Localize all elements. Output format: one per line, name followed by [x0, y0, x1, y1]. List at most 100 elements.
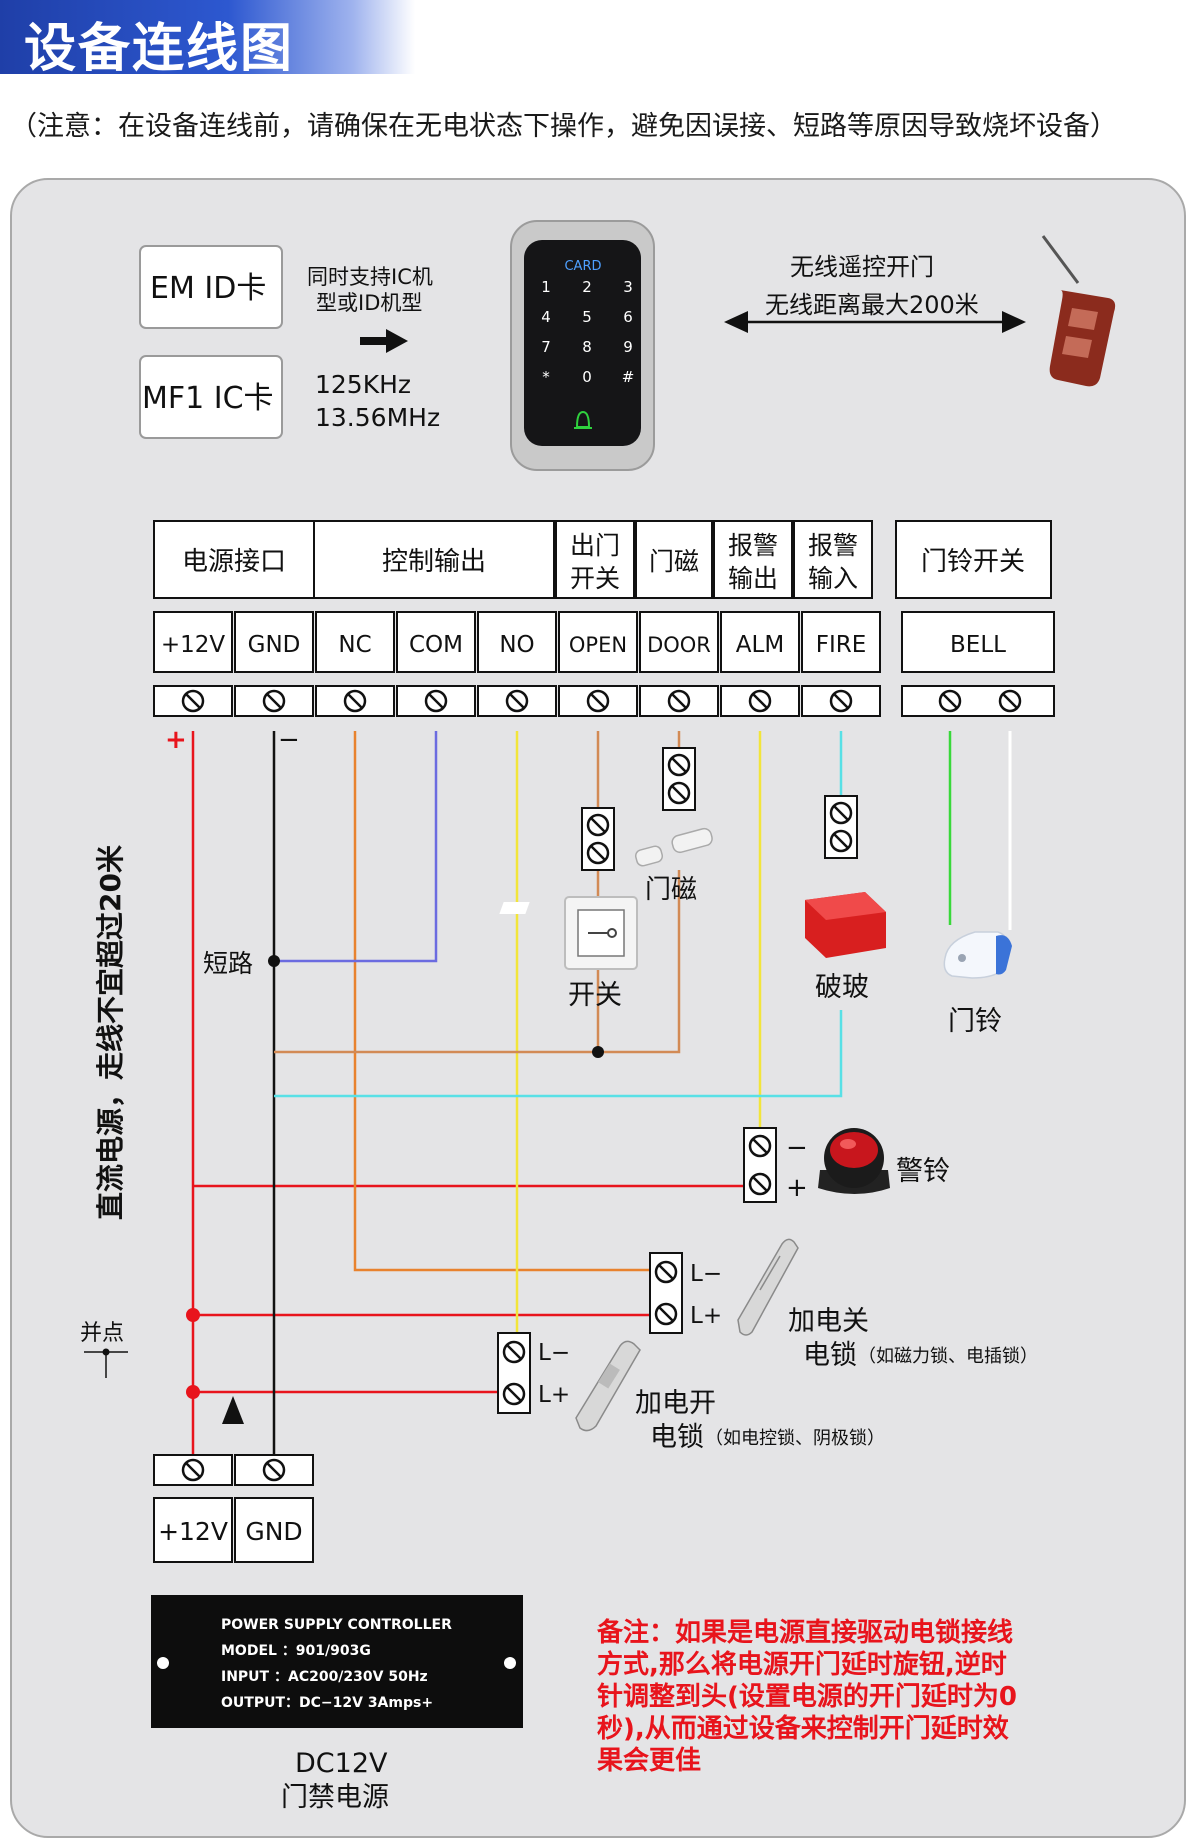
header-alarm-out-2: 输出 [728, 564, 778, 593]
remote-text-1: 无线遥控开门 [790, 253, 934, 281]
door-magnet-label: 门磁 [645, 875, 697, 905]
right-arrow-icon [360, 329, 408, 353]
no-lock-icon [575, 1340, 641, 1432]
exit-switch-terminal [581, 807, 615, 871]
remark: 备注：如果是电源直接驱动电锁接线 方式,那么将电源开门延时旋钮,逆时 针调整到头… [596, 1617, 1017, 1776]
em-id-card: EM ID卡 [139, 245, 283, 329]
break-glass-label: 破玻 [815, 972, 869, 1003]
keypad-key: 7 [541, 338, 551, 356]
keypad-key: 2 [582, 278, 592, 296]
side-note: 直流电源，走线不宜超过20米 [94, 845, 127, 1220]
exit-switch-icon [564, 896, 638, 970]
door-magnet-icon [634, 827, 713, 867]
remote-text-2: 无线距离最大200米 [765, 291, 979, 319]
remark-line-4: 秒),从而通过设备来控制开门延时效 [597, 1713, 1009, 1744]
siren-icon [818, 1128, 890, 1194]
support-text-1: 同时支持IC机 [307, 265, 433, 289]
nc-lock-label-2: 电锁 [803, 1340, 857, 1371]
psu-line-3: INPUT ：AC200/230V 50Hz [221, 1669, 428, 1685]
minus-sign: − [278, 725, 300, 755]
double-arrow-icon [724, 311, 1026, 333]
nc-lock-l-plus: L+ [690, 1303, 722, 1329]
keypad-key: 9 [623, 338, 633, 356]
support-text-2: 型或ID机型 [316, 291, 422, 315]
parallel-junction-2 [186, 1385, 200, 1399]
nc-lock-l-minus: L− [690, 1261, 722, 1287]
psu-line-2: MODEL ：901/903G [221, 1643, 371, 1659]
psu-terminals: +12V GND [153, 1454, 314, 1563]
psu-label-plate: POWER SUPPLY CONTROLLER MODEL ：901/903G … [151, 1595, 523, 1728]
frequency-125khz: 125KHz [315, 370, 411, 399]
break-glass-icon [499, 892, 886, 958]
card-reader-keypad: CARD 1 2 3 4 5 6 7 8 9 * 0 # [510, 220, 655, 471]
keypad-key: 0 [582, 368, 592, 386]
psu-caption-1: DC12V [295, 1748, 388, 1779]
psu-caption-2: 门禁电源 [281, 1782, 389, 1813]
no-lock-terminal [497, 1332, 531, 1414]
wires [191, 731, 1012, 1455]
siren-label: 警铃 [896, 1156, 950, 1187]
header-alarm-in-2: 输入 [808, 564, 858, 593]
keypad-card-label: CARD [564, 259, 601, 274]
terminal-door: DOOR [647, 633, 711, 657]
bell-icon [574, 410, 592, 429]
terminal-header-row: 电源接口 控制输出 出门 开关 门磁 报警 输出 报警 输入 门铃开关 [153, 520, 1052, 599]
door-magnet-terminal [662, 747, 696, 811]
frequency-13-56mhz: 13.56MHz [315, 403, 440, 432]
nc-lock-terminal [649, 1252, 683, 1334]
remark-line-2: 方式,那么将电源开门延时旋钮,逆时 [597, 1649, 1007, 1680]
exit-switch-label: 开关 [568, 980, 622, 1011]
terminal-bell: BELL [950, 632, 1006, 658]
safety-notice: （注意：在设备连线前，请确保在无电状态下操作，避免因误接、短路等原因导致烧坏设备… [10, 111, 1117, 142]
keypad-key: 3 [623, 278, 633, 296]
psu-line-4: OUTPUT：DC−12V 3Amps+ [221, 1695, 433, 1711]
nc-lock-note: （如磁力锁、电插锁） [858, 1346, 1038, 1367]
header-bell-switch: 门铃开关 [921, 547, 1025, 577]
switch-junction [592, 1046, 604, 1058]
header-alarm-in-1: 报警 [808, 531, 858, 560]
header-door-magnet: 门磁 [649, 547, 699, 576]
keypad-key: 5 [582, 308, 592, 326]
parallel-point-icon [84, 1348, 128, 1378]
short-junction [268, 955, 280, 967]
em-id-card-label: EM ID卡 [150, 271, 266, 306]
header-exit-1: 出门 [570, 531, 620, 560]
no-lock-note: （如电控锁、阴极锁） [705, 1428, 885, 1449]
header-exit-2: 开关 [570, 564, 620, 593]
short-label: 短路 [203, 949, 253, 978]
up-arrow-icon [222, 1396, 244, 1424]
mf1-ic-card: MF1 IC卡 [139, 355, 283, 439]
nc-lock-label-1: 加电关 [788, 1306, 869, 1337]
keypad-key: * [542, 368, 550, 386]
remark-line-5: 果会更佳 [597, 1746, 701, 1776]
terminal-nc: NC [338, 632, 371, 658]
terminal-label-row: +12V GND NC COM NO OPEN DOOR ALM FIRE BE… [153, 611, 1055, 673]
mf1-ic-card-label: MF1 IC卡 [142, 381, 274, 416]
keypad-key: 1 [541, 278, 551, 296]
keypad-key: 4 [541, 308, 551, 326]
parallel-label: 并点 [80, 1321, 124, 1346]
no-lock-label-2: 电锁 [650, 1422, 704, 1453]
keypad-key: # [622, 368, 635, 386]
terminal-fire: FIRE [816, 632, 867, 658]
page-title: 设备连线图 [24, 19, 295, 79]
nc-lock-icon [737, 1238, 799, 1336]
terminal-com: COM [409, 632, 463, 658]
keypad-key: 8 [582, 338, 592, 356]
no-lock-l-minus: L− [538, 1340, 570, 1366]
psu-line-1: POWER SUPPLY CONTROLLER [221, 1617, 452, 1633]
header-control-output: 控制输出 [382, 547, 486, 577]
siren-plus: + [786, 1173, 808, 1203]
terminal-open: OPEN [569, 633, 627, 657]
no-lock-label-1: 加电开 [635, 1388, 716, 1419]
no-lock-l-plus: L+ [538, 1382, 570, 1408]
doorbell-label: 门铃 [948, 1006, 1002, 1037]
keypad-key: 6 [623, 308, 633, 326]
psu-terminal-gnd: GND [245, 1517, 302, 1546]
remark-line-1: 备注：如果是电源直接驱动电锁接线 [596, 1617, 1013, 1648]
terminal-gnd: GND [248, 632, 301, 658]
header-power: 电源接口 [182, 547, 286, 577]
terminal-alm: ALM [736, 632, 784, 658]
plus-sign: + [165, 725, 187, 755]
